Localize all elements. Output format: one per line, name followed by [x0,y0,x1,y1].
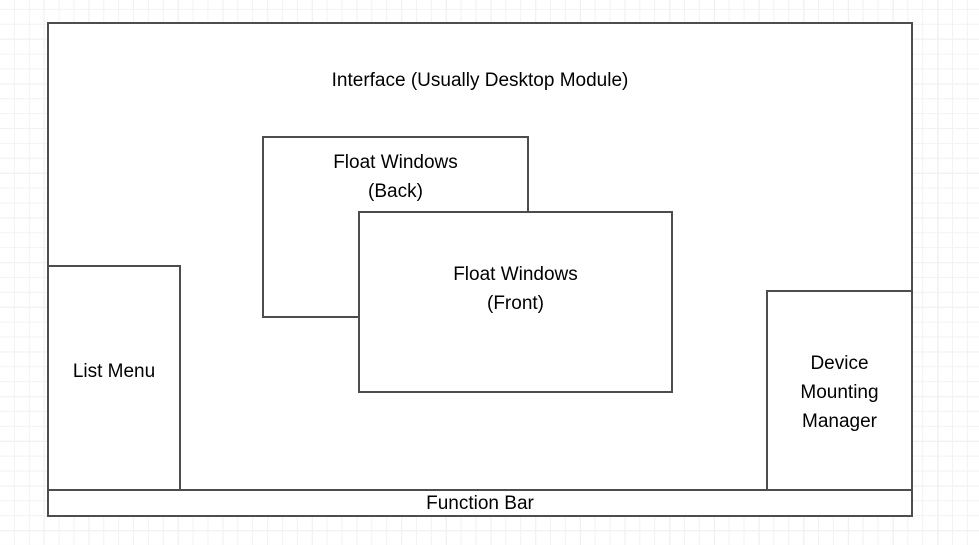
float-windows-front-label: Float Windows (Front) [453,264,578,314]
function-bar-node[interactable]: Function Bar [47,489,913,517]
list-menu-label: List Menu [72,361,156,382]
float-windows-front-node[interactable]: Float Windows (Front) [358,211,673,393]
device-mounting-manager-node[interactable]: Device Mounting Manager [766,290,913,491]
list-menu-node[interactable]: List Menu [47,265,181,491]
function-bar-label: Function Bar [426,493,534,514]
device-mounting-manager-label: Device Mounting Manager [800,353,879,432]
interface-container-label: Interface (Usually Desktop Module) [331,70,629,91]
float-windows-back-label: Float Windows (Back) [333,152,458,202]
